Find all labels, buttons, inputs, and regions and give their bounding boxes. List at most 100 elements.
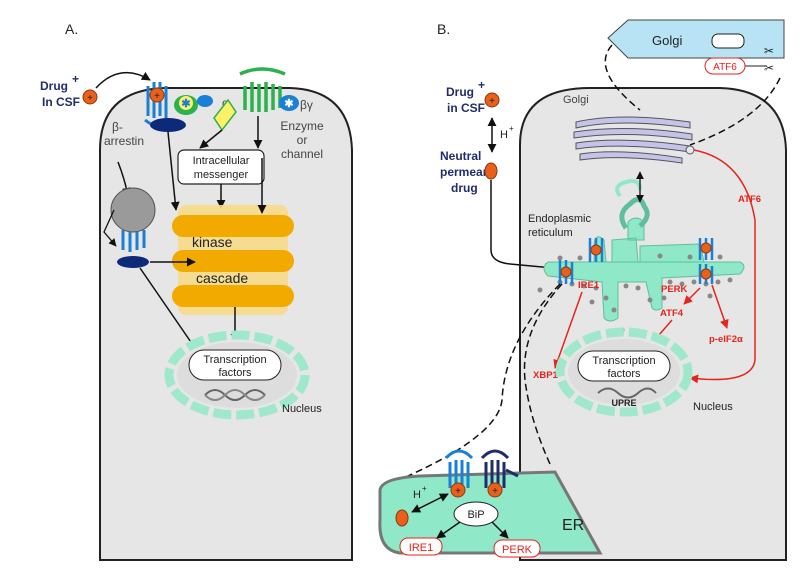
csf-label-a: In CSF — [42, 95, 80, 109]
neutral-drug-entry-arrow — [490, 180, 554, 272]
atf6-box — [704, 57, 746, 75]
atf6-path — [689, 149, 756, 384]
inset-ire1-label: IRE1 — [409, 542, 433, 554]
tf-box-b — [577, 350, 671, 382]
svg-text:+: + — [455, 486, 461, 497]
neutral-label-3: drug — [451, 181, 478, 195]
inset-receptor-2: + — [480, 449, 519, 498]
endosome-a — [110, 187, 156, 233]
er-receptor-3 — [698, 238, 714, 260]
golgi-zoom-line-2 — [689, 77, 781, 146]
svg-text:+: + — [87, 93, 93, 104]
inset-perk-label: PERK — [502, 544, 533, 556]
beta-gamma-label: βγ — [300, 98, 313, 112]
arrestin-arrow — [167, 131, 180, 211]
bip-box — [453, 501, 499, 527]
inset-proton-charge: + — [422, 484, 427, 493]
ire1-to-xbp1-arrow — [553, 291, 583, 369]
cell-b — [519, 87, 787, 561]
golgi-zoom-line-1 — [604, 44, 641, 111]
golgi-inner-label: Golgi — [563, 94, 589, 106]
bip-to-ire1-arrow — [436, 521, 461, 539]
inset-zoom-line-1 — [379, 283, 561, 489]
er-label-2: reticulum — [528, 227, 573, 239]
peif2a-label: p-eIF2α — [709, 334, 743, 345]
alpha-arrow — [199, 129, 223, 149]
svg-text:✱: ✱ — [181, 98, 190, 110]
tf-label-b-1: Transcription — [592, 355, 655, 367]
recycle-arrow — [103, 209, 117, 247]
atf4-label: ATF4 — [660, 308, 684, 319]
nucleus-label-a: Nucleus — [282, 403, 322, 415]
kinase-bar-2 — [172, 250, 294, 272]
dna-a-strand — [204, 389, 266, 401]
er-receptor-4 — [698, 264, 714, 284]
golgi-box — [607, 19, 785, 59]
panel-b-label: B. — [437, 21, 450, 37]
messenger-label-2: messenger — [194, 169, 249, 181]
golgi-box-label: Golgi — [652, 33, 682, 48]
panel-a-label: A. — [65, 21, 78, 37]
arrestin-to-tf-arrow — [139, 267, 196, 349]
csf-label-b: in CSF — [447, 101, 485, 115]
drug-molecule-b: + — [484, 92, 500, 108]
dna-b — [597, 387, 657, 399]
ribosomes — [537, 253, 733, 333]
inset-perk-box — [493, 539, 541, 558]
g-protein-a: ✱ — [174, 95, 213, 115]
svg-text:✱: ✱ — [284, 98, 293, 110]
neutral-drug — [484, 162, 498, 180]
bip-label: BiP — [467, 509, 484, 521]
drug-to-receptor-arrow — [95, 71, 151, 89]
bip-to-perk-arrow — [491, 521, 509, 539]
er-receptor-2 — [588, 238, 604, 262]
enzyme-channel-a: ✱ — [239, 67, 299, 112]
neutral-label-2: permeant — [440, 165, 494, 179]
svg-text:+: + — [154, 91, 160, 102]
beta-arrestin-label-1: β- — [112, 120, 123, 134]
enzyme-label-3: channel — [281, 147, 323, 161]
inset-receptor-1: + — [444, 449, 474, 498]
inset-proton-label: H — [413, 489, 421, 501]
drug-label-b: Drug — [446, 85, 474, 99]
kinase-bar-3 — [172, 285, 294, 307]
cell-a — [99, 87, 353, 561]
atf6-box-label: ATF6 — [713, 62, 737, 73]
inset-neutral-drug — [395, 509, 409, 527]
svg-text:+: + — [489, 96, 495, 107]
kinase-bar-1 — [172, 215, 294, 237]
svg-text:+: + — [492, 486, 498, 497]
er-label-1: Endoplasmic — [528, 213, 591, 225]
tf-box-a — [188, 349, 282, 381]
proton-label-b: H — [500, 129, 508, 141]
cascade-label: cascade — [196, 270, 248, 286]
drug-molecule-a: + — [82, 89, 98, 105]
tf-label-a-1: Transcription — [203, 354, 266, 366]
inset-zoom-line-2 — [523, 283, 563, 465]
enzyme-label-1: Enzyme — [280, 119, 324, 133]
xbp1-label: XBP1 — [533, 370, 559, 381]
arrestin-complex-a — [117, 256, 149, 268]
nucleus-label-b: Nucleus — [693, 401, 733, 413]
drug-charge-a: + — [72, 72, 79, 86]
inset-ire1-box — [399, 537, 443, 556]
beta-arrestin-a — [150, 118, 186, 132]
perk-to-peif2a-arrow — [711, 284, 729, 329]
drug-label-a: Drug — [40, 79, 68, 93]
perk-label-b: PERK — [661, 284, 688, 295]
er-shape — [543, 217, 745, 322]
atf6-label: ATF6 — [738, 194, 761, 205]
proton-charge-b: + — [509, 124, 514, 133]
scissors-icon-1: ✂ — [764, 44, 774, 58]
ire1-label-b: IRE1 — [578, 280, 600, 291]
drug-charge-b: + — [478, 78, 485, 92]
golgi-vesicle — [685, 145, 695, 155]
perk-to-atf4-arrow — [683, 287, 701, 305]
upre-label: UPRE — [611, 398, 636, 408]
internalized-receptor — [121, 230, 146, 252]
enzyme-label-2: or — [297, 133, 308, 147]
tf-label-a-2: factors — [218, 367, 252, 379]
golgi-stack — [573, 116, 693, 164]
atf6-vesicle — [711, 33, 745, 49]
